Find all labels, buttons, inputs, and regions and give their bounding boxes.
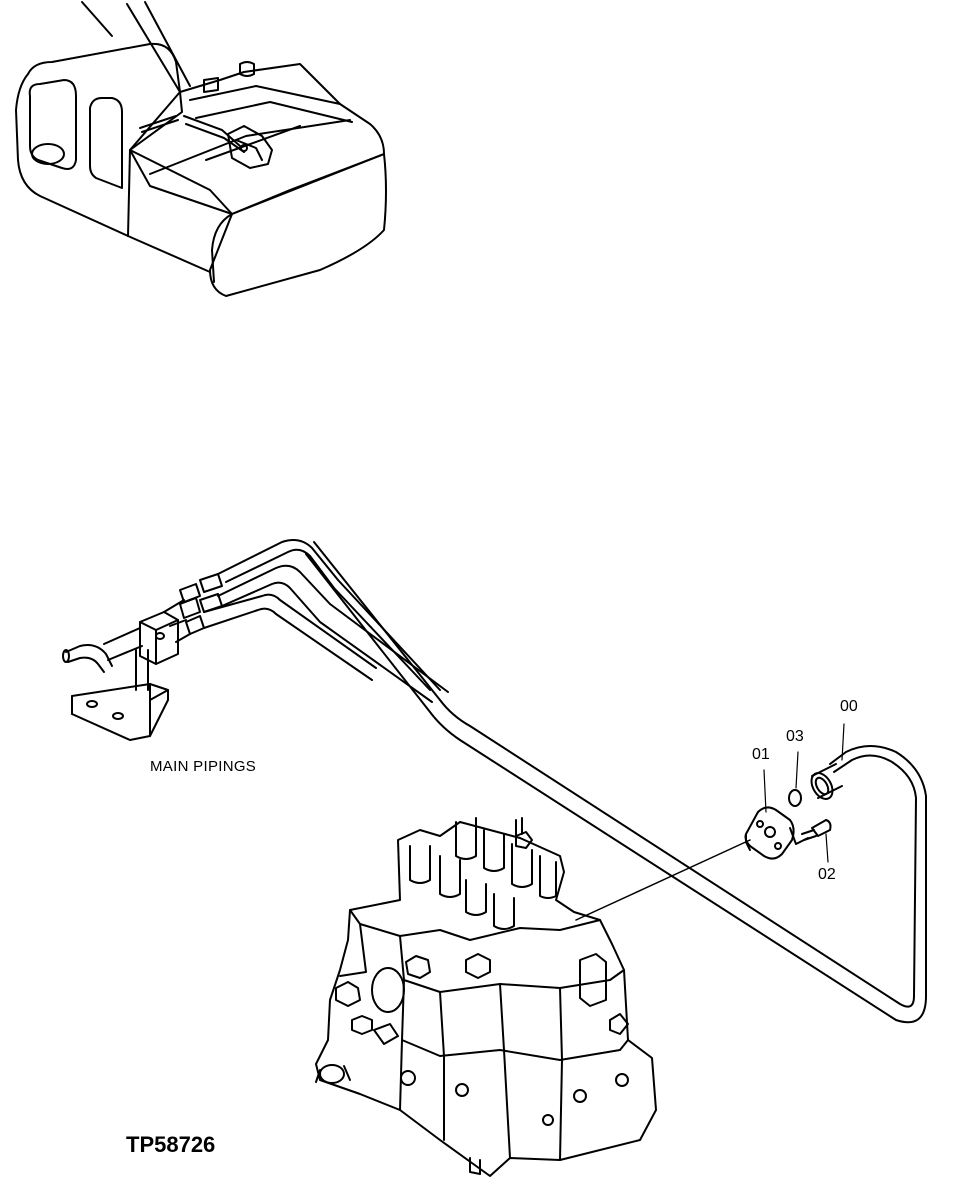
flange-parts	[575, 789, 832, 921]
callout-00: 00	[840, 698, 858, 715]
excavator-overview	[15, 1, 387, 297]
control-valve	[315, 817, 657, 1177]
callout-01: 01	[752, 746, 770, 763]
main-pipings-assembly	[62, 539, 449, 741]
callout-leaders	[763, 723, 845, 863]
callout-03: 03	[786, 728, 804, 745]
pipe-00	[305, 541, 927, 1024]
assembly-label: MAIN PIPINGS	[150, 758, 257, 775]
callout-02: 02	[818, 866, 836, 883]
figure-number: TP58726	[126, 1132, 216, 1157]
